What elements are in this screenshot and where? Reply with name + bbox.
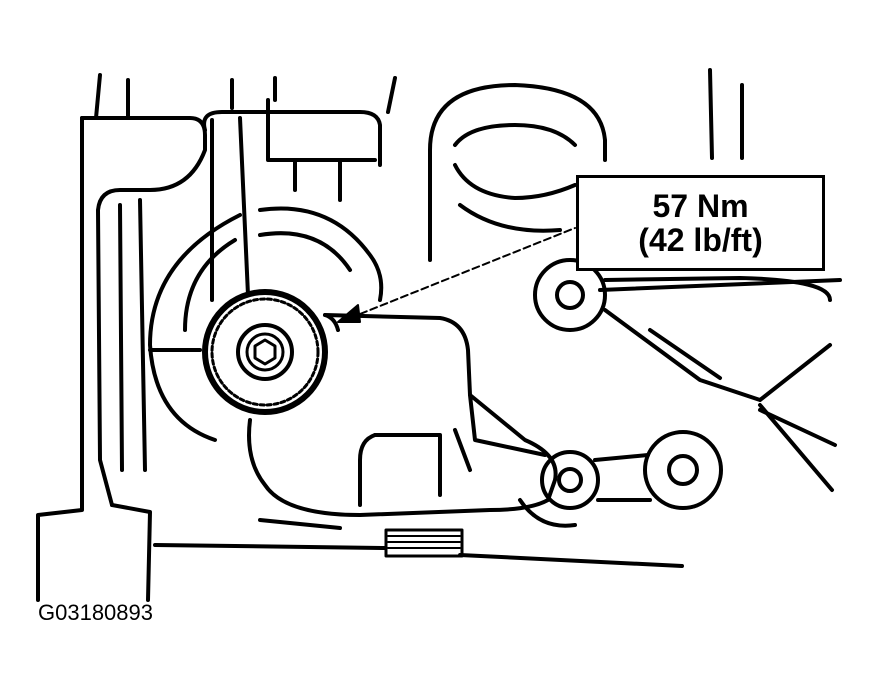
torque-imperial-value: (42 lb/ft) [638,222,763,258]
tensioner-arm [247,313,558,517]
torque-callout-box: 57 Nm (42 lb/ft) [576,175,825,271]
back-plate [148,206,384,442]
torque-metric-value: 57 Nm [652,188,749,224]
upper-frame-lines [94,68,744,160]
bracket-upper [202,98,382,302]
tensioner-pulley [202,289,328,415]
lower-rails [153,518,684,568]
right-housing [428,83,842,528]
figure-id: G03180893 [38,600,153,625]
torque-arrow [337,227,576,323]
left-housing [36,116,207,602]
